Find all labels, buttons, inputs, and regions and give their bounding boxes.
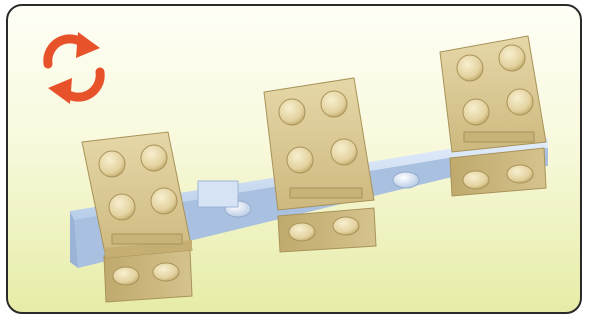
hinge-brick-2: [264, 78, 376, 252]
build-step-illustration: [8, 6, 582, 314]
instruction-panel: [6, 4, 582, 314]
rotate-arrows-icon: [48, 32, 100, 104]
hinge-brick-3: [440, 36, 546, 196]
hinge-brick-1: [82, 132, 192, 302]
